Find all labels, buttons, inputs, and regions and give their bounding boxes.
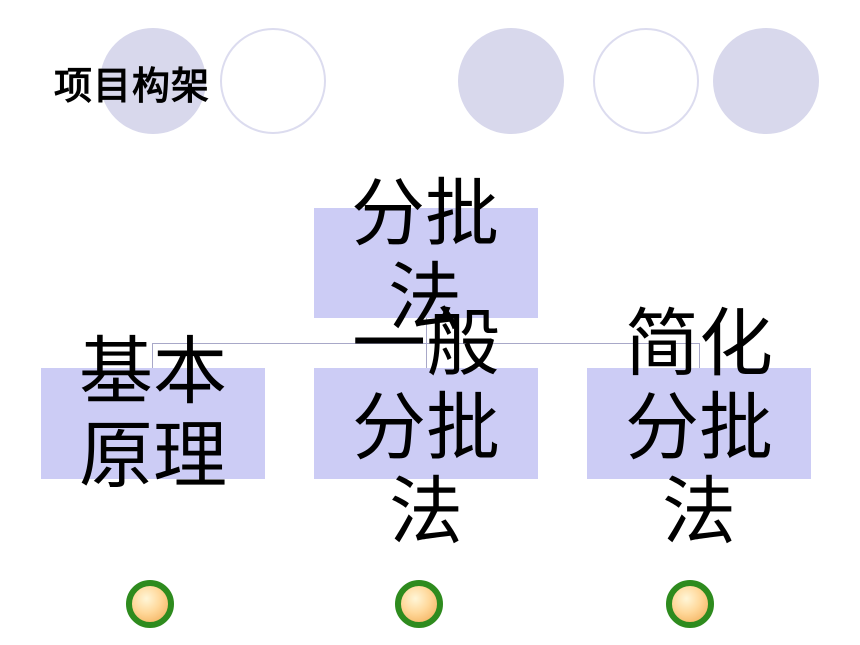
child-node-box-simplified-batch bbox=[587, 368, 811, 479]
child-node-label-general-batch: 一般分批法 bbox=[352, 301, 500, 555]
child-node-label-simplified-batch: 简化分批法 bbox=[625, 301, 773, 555]
connector-left-drop bbox=[152, 343, 153, 368]
decor-circle-3 bbox=[458, 28, 564, 134]
root-node-label: 分批法 bbox=[351, 171, 499, 341]
bullet-marker-1 bbox=[126, 580, 174, 628]
decor-circle-2 bbox=[220, 28, 326, 134]
page-title: 项目构架 bbox=[54, 64, 211, 108]
decor-circle-1 bbox=[100, 28, 206, 134]
child-node-box-basic-principles bbox=[41, 368, 265, 479]
bullet-marker-2 bbox=[395, 580, 443, 628]
child-node-box-general-batch bbox=[314, 368, 538, 479]
child-node-label-basic-principles: 基本原理 bbox=[79, 329, 227, 499]
bullet-marker-3 bbox=[666, 580, 714, 628]
decor-circle-5 bbox=[713, 28, 819, 134]
root-node-box bbox=[314, 208, 538, 318]
decor-circle-4 bbox=[593, 28, 699, 134]
connector-right-drop bbox=[699, 343, 700, 368]
connector-root-stem bbox=[426, 318, 427, 368]
